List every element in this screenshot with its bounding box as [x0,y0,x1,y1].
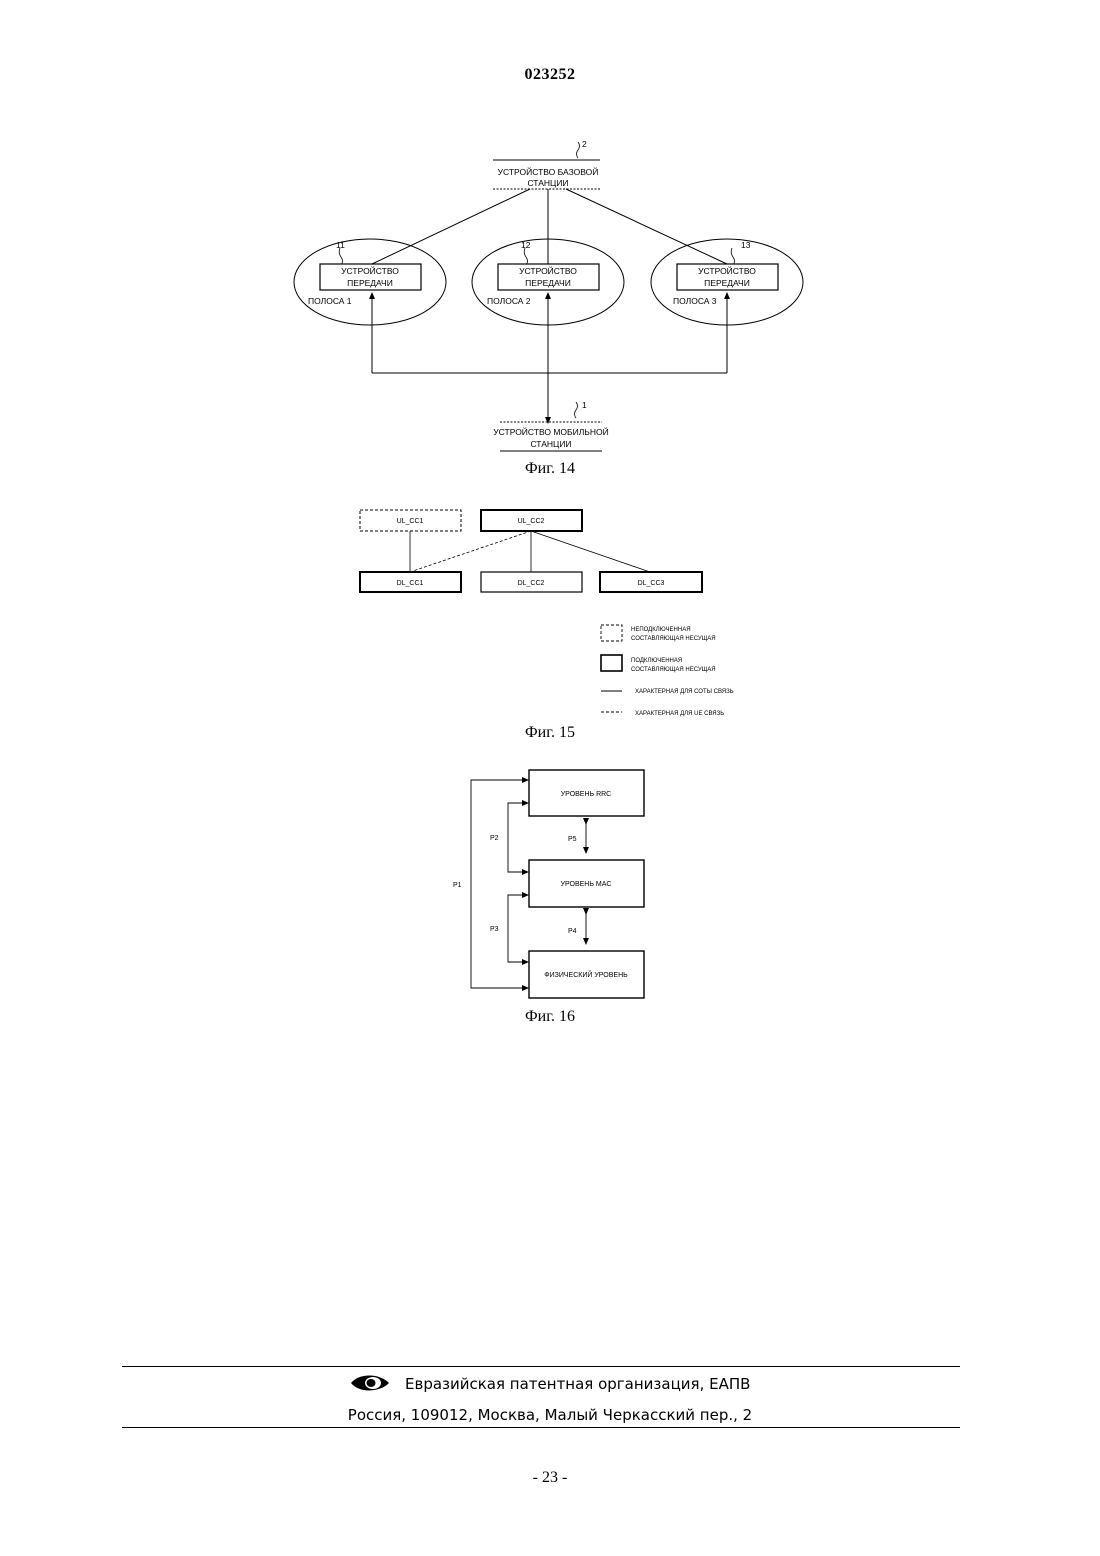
path-label-p2: P2 [490,835,499,842]
rrc-layer-box: УРОВЕНЬ RRC [529,770,644,816]
footer-bottom-rule [122,1427,960,1428]
path-label-p3: P3 [490,926,499,933]
path-label-p1: P1 [453,882,462,889]
footer-address: Россия, 109012, Москва, Малый Черкасский… [0,1406,1100,1424]
physical-layer-box: ФИЗИЧЕСКИЙ УРОВЕНЬ [529,951,644,998]
path-label-p5: P5 [568,836,577,843]
svg-text:УРОВЕНЬ RRC: УРОВЕНЬ RRC [561,791,612,798]
svg-text:ФИЗИЧЕСКИЙ УРОВЕНЬ: ФИЗИЧЕСКИЙ УРОВЕНЬ [544,970,628,979]
path-label-p4: P4 [568,928,577,935]
figure-16-caption: Фиг. 16 [450,1008,650,1026]
eapo-logo-icon [349,1372,391,1394]
page-number: - 23 - [0,1469,1100,1487]
footer-top-rule [122,1366,960,1367]
footer-organization: Евразийская патентная организация, ЕАПВ [405,1375,750,1393]
mac-layer-box: УРОВЕНЬ MAC [529,860,644,907]
svg-text:УРОВЕНЬ MAC: УРОВЕНЬ MAC [561,881,612,888]
